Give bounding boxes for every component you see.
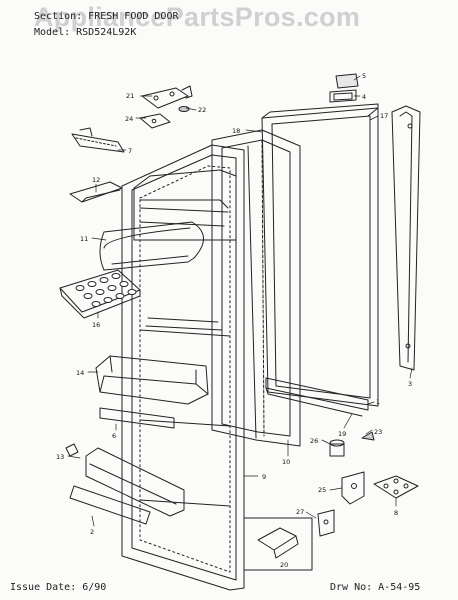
- callout-labels: 21 22 24 7 12 11 16 14 6 13 2 5 4 17 18 …: [56, 72, 412, 569]
- callout-21: 21: [126, 92, 134, 100]
- callout-3: 3: [408, 380, 412, 388]
- callout-19: 19: [338, 430, 346, 438]
- callout-20: 20: [280, 561, 288, 569]
- issue-date: Issue Date: 6/90: [10, 582, 107, 593]
- callout-16: 16: [92, 321, 100, 329]
- callout-13: 13: [56, 453, 64, 461]
- callout-22: 22: [198, 106, 206, 114]
- callout-10: 10: [282, 458, 290, 466]
- callout-18: 18: [232, 127, 240, 135]
- callout-11: 11: [80, 235, 88, 243]
- lower-hinge-parts: [317, 431, 419, 537]
- bottom-channel: [265, 377, 369, 417]
- door-shelf: [95, 355, 209, 405]
- door-liner: [121, 144, 245, 591]
- callout-2: 2: [90, 528, 94, 536]
- lower-shelf: [65, 443, 185, 525]
- callout-27: 27: [296, 508, 304, 516]
- butter-door: [69, 181, 123, 203]
- shelf-trim: [99, 407, 175, 429]
- callout-9: 9: [262, 473, 266, 481]
- drawing-number: Drw No: A-54-95: [330, 582, 421, 593]
- callout-24: 24: [125, 115, 133, 123]
- model-number: Model: RSD524L92K: [34, 27, 137, 38]
- callout-1: 1: [376, 398, 380, 406]
- callout-7: 7: [128, 147, 132, 155]
- callout-25: 25: [318, 486, 326, 494]
- callout-26: 26: [310, 437, 318, 445]
- section-title: Section: FRESH FOOD DOOR: [34, 11, 179, 22]
- top-hinge: [139, 85, 193, 129]
- watermark-text: AppliancePartsPros.com: [34, 2, 361, 32]
- egg-tray: [59, 269, 141, 319]
- callout-23: 23: [374, 428, 382, 436]
- callout-5: 5: [362, 72, 366, 80]
- parts-kit-box: [243, 517, 313, 571]
- callout-14: 14: [76, 369, 84, 377]
- door-trim-strip: [391, 105, 421, 371]
- callout-6: 6: [112, 432, 116, 440]
- callout-8: 8: [394, 509, 398, 517]
- hinge-cap: [329, 73, 359, 103]
- leader-lines: [67, 75, 413, 527]
- callout-4: 4: [362, 93, 366, 101]
- callout-17: 17: [380, 112, 388, 120]
- upper-bin-cover: [99, 221, 204, 271]
- outer-door-panel: [261, 103, 379, 407]
- callout-12: 12: [92, 176, 100, 184]
- shelf-support: [71, 127, 125, 153]
